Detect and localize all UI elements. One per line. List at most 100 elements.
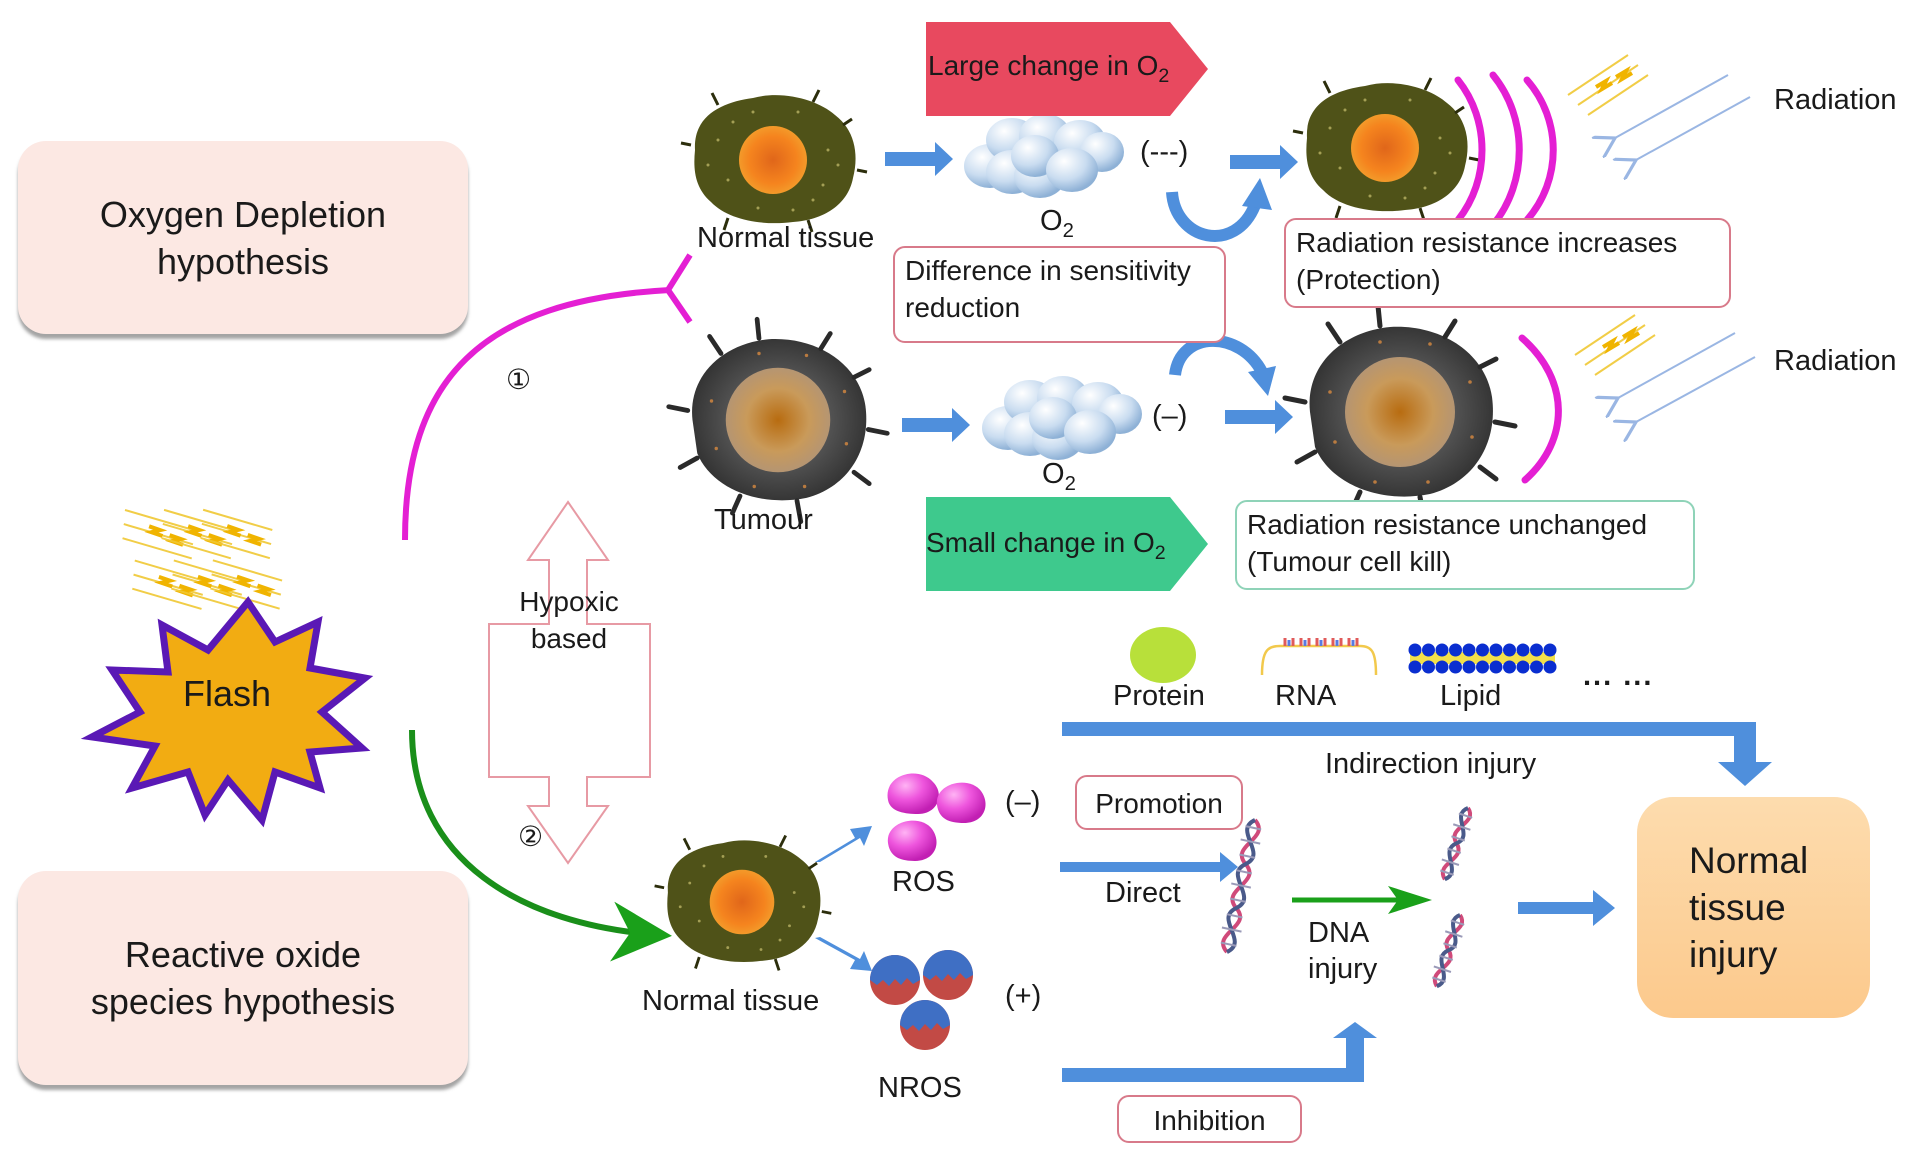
lipid-head-icon bbox=[1543, 660, 1557, 674]
o2-subscript: 2 bbox=[1064, 473, 1076, 496]
lipid-head-icon bbox=[1408, 660, 1422, 674]
inhibition-note: Inhibition bbox=[1117, 1095, 1302, 1143]
ros-label: ROS bbox=[892, 866, 955, 898]
radiation-bolt-icon bbox=[1573, 313, 1657, 377]
resistance-unchanged-line2: (Tumour cell kill) bbox=[1247, 546, 1452, 577]
large-change-subscript: 2 bbox=[1158, 64, 1170, 87]
nros-sign: (+) bbox=[1005, 980, 1042, 1012]
pathway-2-marker: ② bbox=[518, 821, 544, 852]
pathway-1-fork-icon bbox=[664, 253, 693, 324]
oxygen-depletion-title-line1: Oxygen Depletion bbox=[99, 193, 387, 235]
lipid-head-icon bbox=[1408, 643, 1422, 657]
outcome-line2: tissue bbox=[1689, 887, 1786, 928]
arrow-right-icon bbox=[1230, 145, 1298, 179]
arrow-right-icon bbox=[902, 408, 970, 442]
small-change-text: Small change in O bbox=[926, 527, 1155, 558]
lipid-head-icon bbox=[1449, 643, 1462, 657]
protein-icon bbox=[1130, 627, 1196, 683]
nros-label: NROS bbox=[878, 1072, 962, 1104]
broken-dna-fragment-icon bbox=[1434, 803, 1479, 885]
lipid-head-icon bbox=[1476, 660, 1489, 674]
inhibition-arrow-icon bbox=[1062, 1022, 1377, 1082]
lipid-head-icon bbox=[1530, 643, 1543, 657]
o2-text: O bbox=[1040, 205, 1063, 237]
dna-injury-line1: DNA bbox=[1308, 917, 1370, 949]
outcome-line3: injury bbox=[1689, 934, 1778, 975]
difference-in-sensitivity-note: Difference in sensitivity reduction bbox=[893, 246, 1226, 343]
hypoxic-line1: Hypoxic bbox=[519, 586, 619, 617]
ros-sign: (–) bbox=[1005, 786, 1041, 818]
lipid-label: Lipid bbox=[1440, 680, 1502, 712]
o2-text: O bbox=[1042, 458, 1065, 490]
resistance-increases-line2: (Protection) bbox=[1296, 264, 1441, 295]
arrow-right-icon bbox=[1225, 400, 1293, 434]
o2-label: O2 bbox=[1040, 205, 1074, 243]
direct-label: Direct bbox=[1105, 877, 1181, 909]
difference-note-line1: Difference in sensitivity bbox=[905, 255, 1191, 286]
oxygen-depletion-title-line2: hypothesis bbox=[156, 240, 330, 282]
curved-arrow-icon bbox=[1169, 334, 1268, 377]
lipid-head-icon bbox=[1435, 643, 1449, 657]
normal-tissue-label: Normal tissue bbox=[697, 222, 875, 254]
lipid-head-icon bbox=[1422, 660, 1435, 674]
arrow-up-right-icon bbox=[815, 826, 872, 862]
lipid-head-icon bbox=[1516, 660, 1530, 674]
o2-molecules-icon bbox=[964, 114, 1124, 198]
pathway-1-curve bbox=[402, 287, 671, 541]
radiation-ray-icon bbox=[1636, 96, 1751, 160]
lipid-head-icon bbox=[1476, 643, 1489, 657]
lipid-head-icon bbox=[1503, 660, 1516, 674]
rna-icon bbox=[1260, 638, 1378, 676]
lipid-head-icon bbox=[1462, 660, 1476, 674]
o2-subscript: 2 bbox=[1062, 220, 1074, 243]
pathway-1-marker: ① bbox=[506, 364, 532, 395]
tumour-cell-icon bbox=[669, 319, 888, 521]
hypoxic-based-label: Hypoxic based bbox=[503, 583, 635, 657]
protein-label: Protein bbox=[1113, 680, 1205, 712]
lipid-head-icon bbox=[1422, 643, 1435, 657]
ros-title-line1: Reactive oxide bbox=[124, 934, 362, 975]
tumour-label: Tumour bbox=[714, 504, 813, 536]
flash-star-icon bbox=[80, 596, 374, 828]
resistance-unchanged-note: Radiation resistance unchanged (Tumour c… bbox=[1235, 500, 1695, 590]
small-change-banner bbox=[926, 497, 1208, 591]
more-biomolecules-ellipsis: ... ... bbox=[1583, 660, 1654, 692]
arrow-to-outcome-icon bbox=[1518, 890, 1615, 926]
nros-molecules-icon bbox=[870, 950, 973, 1050]
promotion-note: Promotion bbox=[1075, 775, 1243, 830]
small-change-label: Small change in O2 bbox=[926, 527, 1166, 565]
lipid-bilayer-icon bbox=[1408, 643, 1557, 674]
lipid-head-icon bbox=[1462, 643, 1476, 657]
lipid-head-icon bbox=[1516, 643, 1530, 657]
lipid-head-icon bbox=[1543, 643, 1557, 657]
ros-normal-tissue-cell-icon bbox=[653, 834, 833, 972]
difference-note-line2: reduction bbox=[905, 292, 1021, 323]
radiation-ray-icon bbox=[1618, 332, 1736, 398]
hypoxic-line2: based bbox=[530, 623, 608, 654]
resistance-unchanged-line1: Radiation resistance unchanged bbox=[1247, 509, 1648, 540]
curved-arrow-icon bbox=[1166, 191, 1261, 242]
pathway-2-curve bbox=[409, 729, 672, 962]
normal-tissue-cell-icon bbox=[679, 88, 869, 234]
small-change-subscript: 2 bbox=[1154, 541, 1166, 564]
large-change-text: Large change in O bbox=[928, 50, 1159, 81]
dna-injury-label: DNA injury bbox=[1308, 915, 1377, 987]
tumour-o2-label: O2 bbox=[1042, 458, 1076, 496]
dna-helix-icon bbox=[1215, 815, 1267, 957]
radiation-ray-icon bbox=[1615, 74, 1729, 138]
resistance-increases-line1: Radiation resistance increases bbox=[1296, 227, 1678, 258]
shield-arc-icon bbox=[1518, 334, 1562, 484]
dna-injury-line2: injury bbox=[1308, 953, 1378, 985]
radiation-label-top: Radiation bbox=[1774, 84, 1897, 116]
ros-hypothesis-box: Reactive oxide species hypothesis bbox=[18, 871, 468, 1085]
large-change-sign: (---) bbox=[1140, 136, 1189, 168]
tumour-cell-irradiated-icon bbox=[1285, 306, 1515, 519]
outcome-line1: Normal bbox=[1689, 840, 1809, 881]
arrow-down-right-icon bbox=[815, 937, 872, 971]
ros-normal-tissue-label: Normal tissue bbox=[642, 985, 820, 1017]
large-change-banner bbox=[926, 22, 1208, 116]
rna-label: RNA bbox=[1275, 680, 1337, 712]
normal-tissue-injury-box: Normal tissue injury bbox=[1637, 797, 1870, 1018]
indirection-injury-label: Indirection injury bbox=[1325, 748, 1537, 780]
